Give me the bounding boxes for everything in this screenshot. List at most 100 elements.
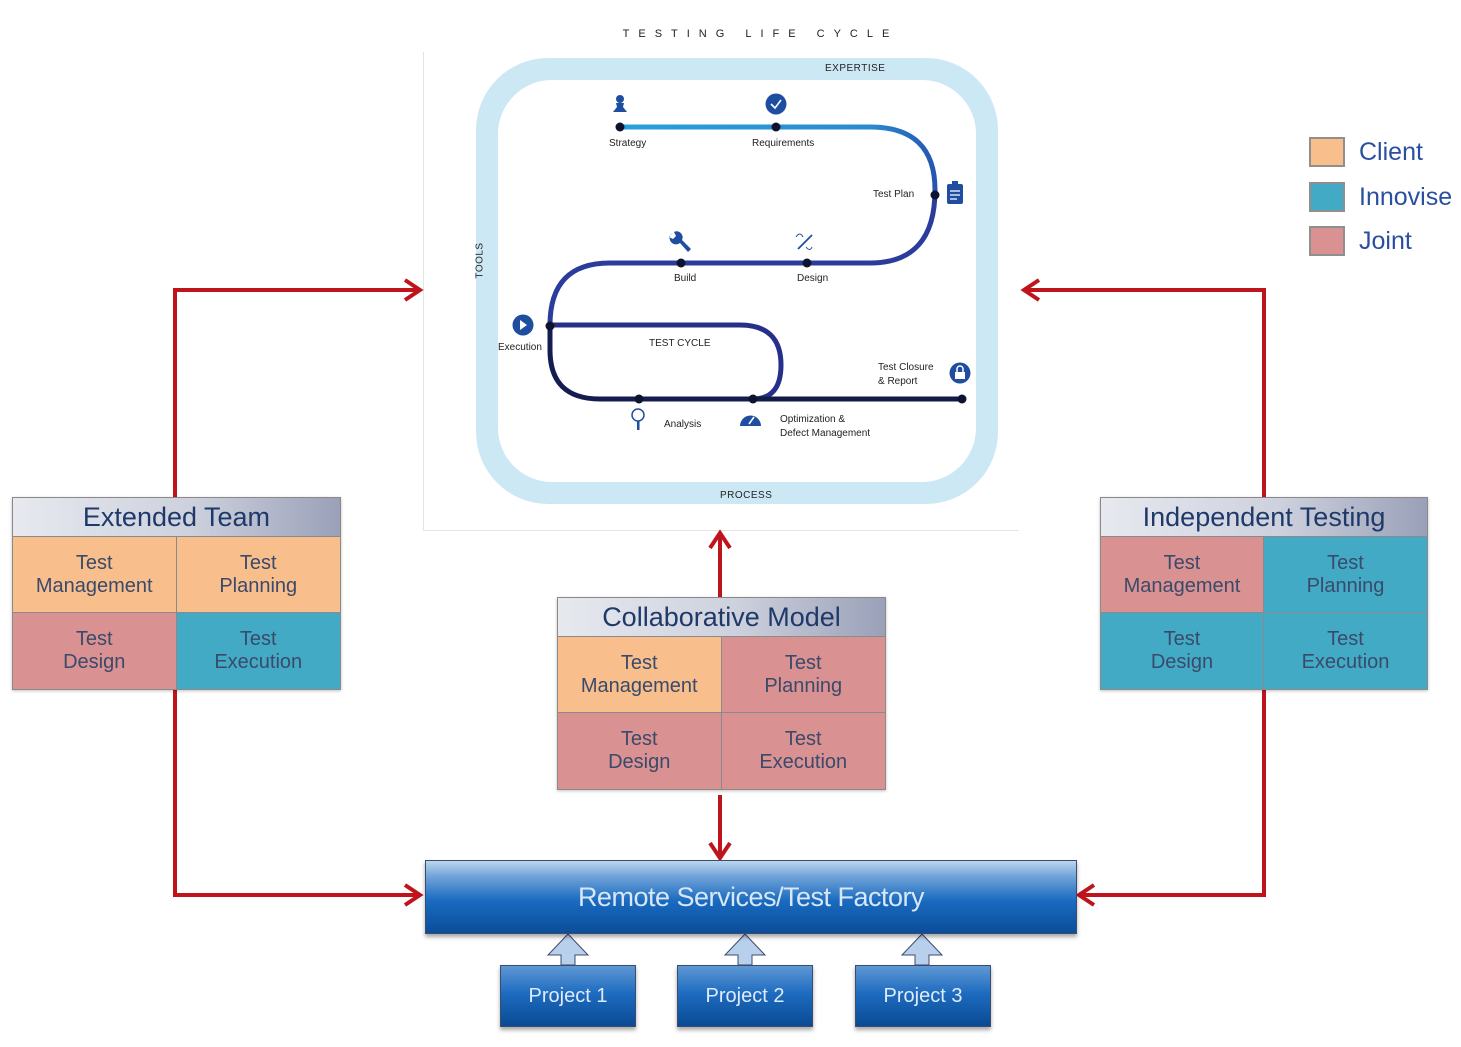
up-arrow-project-3 (900, 933, 944, 966)
stage-dot-optimization (748, 394, 758, 404)
arrowhead-right-bottom (1075, 883, 1096, 907)
stage-dot-closure (957, 394, 967, 404)
cell-line1: Test (239, 628, 277, 650)
track-segment-top (620, 124, 938, 191)
cell-line2: Planning (764, 674, 843, 697)
cell-line1: Test (239, 551, 277, 574)
cell-line1: Test (620, 728, 658, 750)
stage-dot-requirements (771, 122, 781, 132)
stage-dot-build (676, 258, 686, 268)
cell-line2: Execution (214, 651, 303, 673)
project-3-box: Project 3 (855, 965, 991, 1027)
cell-line1: Test (75, 628, 113, 650)
cell-line1: Test (784, 651, 822, 674)
legend-item-innovise: Innovise (1309, 182, 1452, 212)
remote-services-factory: Remote Services/Test Factory (425, 860, 1077, 934)
legend-label-innovise: Innovise (1359, 182, 1453, 211)
cell-line2: Design (63, 651, 126, 673)
collaborative-model-title: Collaborative Model (558, 598, 885, 637)
up-arrow-project-1 (546, 933, 590, 966)
legend-label-joint: Joint (1359, 226, 1412, 255)
cell-line2: Management (1123, 574, 1241, 597)
stage-label-requirements: Requirements (752, 138, 815, 149)
arrow-extended-to-factory (173, 688, 418, 897)
legend-swatch-client (1309, 137, 1345, 167)
cell-line2: Design (608, 751, 671, 773)
project-1-box: Project 1 (500, 965, 636, 1027)
stage-dot-execution (545, 321, 555, 331)
stage-label-build: Build (674, 273, 697, 284)
track-segment-right (547, 189, 938, 326)
arrowhead-left-top (403, 278, 424, 302)
ring-label-expertise: EXPERTISE (825, 63, 886, 74)
arrow-independent-to-factory (1082, 688, 1266, 897)
stage-label-strategy: Strategy (609, 138, 647, 149)
stage-label-analysis: Analysis (664, 419, 702, 430)
clipboard-icon (947, 181, 963, 204)
project-2-box: Project 2 (677, 965, 813, 1027)
cell-line2: Planning (1306, 574, 1385, 597)
cell-line1: Test (620, 651, 658, 674)
stage-dot-strategy (615, 122, 625, 132)
legend-label-client: Client (1359, 137, 1423, 166)
stage-label-closure-line1: Test Closure (878, 362, 934, 373)
project-up-arrows (546, 933, 944, 966)
extended-team-title: Extended Team (13, 498, 340, 537)
lock-icon (949, 362, 971, 384)
cell-line2: Management (35, 574, 153, 597)
stage-label-design: Design (797, 273, 829, 284)
cell-line2: Execution (759, 751, 848, 773)
up-arrow-project-2 (723, 933, 767, 966)
arrowhead-collab-up (708, 529, 732, 550)
check-circle-icon (765, 93, 787, 115)
track-segment-cycle-bottom (547, 325, 753, 402)
independent-testing-title: Independent Testing (1101, 498, 1427, 537)
legend-item-client: Client (1309, 137, 1423, 167)
stage-dot-design (802, 258, 812, 268)
cell-line1: Test (1163, 628, 1201, 650)
arrowhead-right-top (1020, 278, 1041, 302)
stage-label-closure: Test Closure & Report (878, 361, 934, 389)
arrowhead-collab-down (708, 841, 732, 862)
lifecycle-frame (423, 52, 1019, 531)
legend-item-joint: Joint (1309, 226, 1412, 256)
connector-arrows (173, 288, 1266, 897)
stage-label-execution: Execution (498, 342, 542, 353)
cell-line1: Test (1327, 551, 1364, 574)
arrow-independent-to-lifecycle (1027, 288, 1266, 497)
test-cycle-label: TEST CYCLE (649, 338, 711, 349)
lifecycle-title: TESTING LIFE CYCLE (622, 28, 899, 40)
cell-line1: Test (784, 728, 822, 750)
cell-line2: Design (1150, 651, 1214, 673)
magnifier-icon (631, 408, 645, 430)
legend-swatch-joint (1309, 226, 1345, 256)
stage-label-optimization-line1: Optimization & (780, 414, 846, 425)
ring-label-process: PROCESS (720, 490, 773, 501)
lifecycle-ring-inner (498, 80, 976, 482)
gauge-icon (740, 415, 761, 426)
cell-line1: Test (1163, 551, 1201, 574)
legend-swatch-innovise (1309, 182, 1345, 212)
cell-line2: Execution (1301, 651, 1390, 673)
arrow-extended-to-lifecycle (173, 288, 418, 497)
stage-label-optimization: Optimization & Defect Management (780, 413, 870, 441)
cell-line1: Test (1327, 628, 1364, 650)
track-segment-cycle-top (550, 322, 784, 402)
play-icon (512, 314, 534, 336)
pawn-icon (613, 95, 627, 112)
